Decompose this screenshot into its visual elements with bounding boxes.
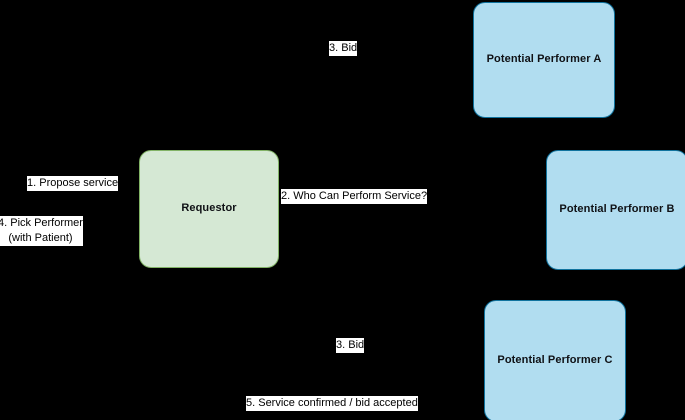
node-label-requestor: Requestor bbox=[181, 202, 237, 215]
edge-label-pick-performer: 4. Pick Performer (with Patient) bbox=[0, 216, 83, 246]
edge-label-bid-bottom: 3. Bid bbox=[336, 338, 365, 353]
edge-label-propose-service: 1. Propose service bbox=[27, 176, 119, 191]
node-label-performer-b: Potential Performer B bbox=[559, 203, 675, 216]
node-requestor[interactable]: Requestor bbox=[139, 150, 279, 268]
node-performer-a[interactable]: Potential Performer A bbox=[473, 2, 615, 118]
edge-label-who-can-perform: 2. Who Can Perform Service? bbox=[281, 189, 428, 204]
edge-label-service-confirmed: 5. Service confirmed / bid accepted bbox=[246, 396, 418, 411]
edge-label-bid-top: 3. Bid bbox=[329, 41, 358, 56]
node-performer-b[interactable]: Potential Performer B bbox=[546, 150, 685, 270]
node-performer-c[interactable]: Potential Performer C bbox=[484, 300, 626, 420]
node-label-performer-c: Potential Performer C bbox=[497, 354, 613, 367]
node-label-performer-a: Potential Performer A bbox=[486, 53, 602, 66]
